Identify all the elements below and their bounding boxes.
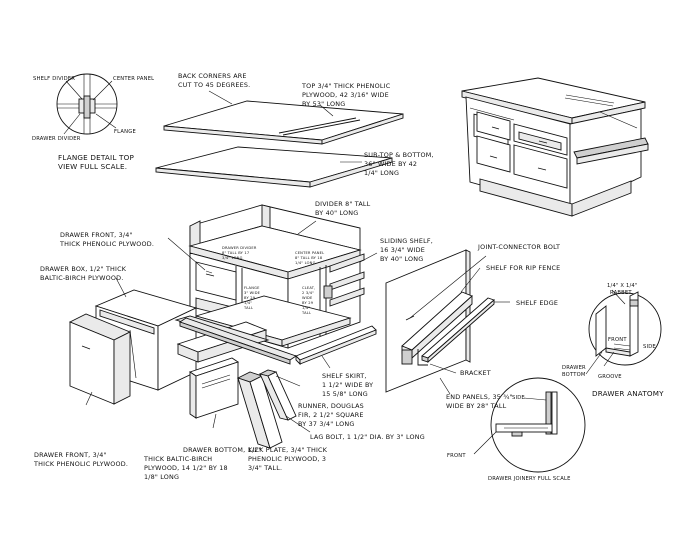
label-drawer-front-bottom-1: DRAWER FRONT, 3/4": [34, 451, 107, 459]
label-runner-2: FIR, 2 1/2" SQUARE: [298, 411, 364, 419]
label-lag-bolt: LAG BOLT, 1 1/2" DIA. BY 3" LONG: [310, 433, 425, 441]
label-shelf-edge: SHELF EDGE: [516, 299, 558, 307]
label-flange-flange: FLANGE: [114, 129, 136, 135]
assembled-cabinet: [461, 77, 649, 217]
label-top-1: TOP 3/4" THICK PHENOLIC: [301, 82, 391, 90]
label-drawer-front-top-1: DRAWER FRONT, 3/4": [60, 231, 133, 239]
label-drawer-box-1: DRAWER BOX, 1/2" THICK: [40, 265, 127, 273]
label-subtop-3: 1/4" LONG: [364, 169, 399, 177]
label-inner-cleat-2: 2 3/4": [302, 291, 314, 295]
label-joint-connector: JOINT-CONNECTOR BOLT: [477, 243, 560, 251]
label-flange-drawer-divider: DRAWER DIVIDER: [32, 136, 81, 142]
label-inner-center-panel-2: 8" TALL BY 18: [295, 256, 323, 260]
label-shelf-rip-fence: SHELF FOR RIP FENCE: [486, 264, 560, 272]
label-divider-1: DIVIDER 8" TALL: [315, 200, 371, 208]
label-runner-1: RUNNER, DOUGLAS: [298, 402, 364, 410]
label-drawer-bottom-2: THICK BALTIC-BIRCH: [143, 455, 212, 463]
runner-kickplate: RUNNER, DOUGLAS FIR, 2 1/2" SQUARE BY 37…: [33, 317, 425, 481]
label-inner-flange-4: 1/4": [244, 301, 252, 305]
label-drawer-bottom-1: DRAWER BOTTOM, 1/2": [183, 446, 262, 454]
label-bracket: BRACKET: [460, 369, 491, 377]
label-anatomy-drawer-bottom-2: BOTTOM: [562, 372, 586, 378]
label-inner-flange-3: BY 29: [244, 296, 256, 300]
label-inner-flange-1: FLANGE: [244, 286, 260, 290]
label-back-corners-1: BACK CORNERS ARE: [178, 72, 247, 80]
label-sliding-shelf-2: 16 3/4" WIDE: [380, 246, 425, 254]
label-flange-center-panel: CENTER PANEL: [113, 76, 154, 82]
label-anatomy-front: FRONT: [608, 337, 627, 343]
label-divider-2: BY 40" LONG: [315, 209, 358, 217]
drawer-front-panel: [68, 313, 132, 406]
label-rabbet-2: RABBET: [610, 290, 632, 296]
flange-title-line2: VIEW FULL SCALE.: [58, 162, 127, 171]
label-inner-cleat-4: BY 29: [302, 301, 314, 305]
label-inner-center-panel-1: CENTER PANEL: [295, 251, 324, 255]
flange-detail: SHELF DIVIDER CENTER PANEL FLANGE DRAWER…: [32, 73, 154, 171]
flange-title-line1: FLANGE DETAIL TOP: [58, 153, 134, 162]
anatomy-title: DRAWER ANATOMY: [592, 389, 664, 398]
label-shelf-skirt-1: SHELF SKIRT,: [322, 372, 367, 380]
label-inner-drawer-divider-3: 3/4" LONG: [222, 256, 243, 260]
label-rabbet-1: 1/4" X 1/4": [607, 283, 638, 289]
label-drawer-box-2: BALTIC-BIRCH PLYWOOD.: [40, 274, 123, 282]
label-anatomy-drawer-bottom-1: DRAWER: [562, 365, 586, 371]
label-inner-flange-2: 3" WIDE: [244, 291, 261, 295]
label-sliding-shelf-1: SLIDING SHELF,: [380, 237, 433, 245]
label-shelf-skirt-3: 15 5/8" LONG: [322, 390, 368, 398]
label-sliding-shelf-3: BY 40" LONG: [380, 255, 423, 263]
label-flange-shelf-divider: SHELF DIVIDER: [33, 76, 75, 82]
label-drawer-bottom-4: 1/8" LONG: [144, 473, 179, 481]
label-inner-cleat-1: CLEAT,: [302, 286, 316, 290]
label-back-corners-2: CUT TO 45 DEGREES.: [178, 81, 250, 89]
label-subtop-1: SUB-TOP & BOTTOM,: [364, 151, 434, 159]
label-inner-center-panel-3: 1/4" LONG: [295, 261, 316, 265]
label-runner-3: BY 37 3/4" LONG: [298, 420, 354, 428]
label-inner-drawer-divider-2: 8" TALL BY 17: [222, 251, 249, 255]
joinery-title: DRAWER JOINERY FULL SCALE: [488, 476, 571, 482]
end-panel-assembly: JOINT-CONNECTOR BOLT SHELF FOR RIP FENCE…: [385, 243, 560, 410]
label-drawer-front-top-2: THICK PHENOLIC PLYWOOD.: [59, 240, 154, 248]
label-shelf-skirt-2: 1 1/2" WIDE BY: [322, 381, 373, 389]
label-drawer-front-bottom-2: THICK PHENOLIC PLYWOOD.: [33, 460, 128, 468]
label-end-panels-2: WIDE BY 28" TALL: [446, 402, 507, 410]
label-drawer-bottom-3: PLYWOOD, 14 1/2" BY 18: [144, 464, 228, 472]
shelf-skirt: SHELF SKIRT, 1 1/2" WIDE BY 15 5/8" LONG: [295, 325, 377, 398]
drawer-joinery: SIDE FRONT DRAWER JOINERY FULL SCALE: [447, 377, 586, 482]
label-joinery-side: SIDE: [512, 395, 525, 401]
top-panel: BACK CORNERS ARE CUT TO 45 DEGREES. TOP …: [163, 72, 404, 145]
label-inner-drawer-divider-1: DRAWER DIVIDER: [222, 246, 257, 250]
label-inner-cleat-5: 1/4": [302, 306, 310, 310]
label-kick-plate-2: PHENOLIC PLYWOOD, 3: [248, 455, 326, 463]
label-inner-cleat-3: WIDE: [302, 296, 313, 300]
label-kick-plate-1: KICK PLATE, 3/4" THICK: [248, 446, 328, 454]
drawer-bottom-runner: [174, 315, 270, 429]
label-joinery-front: FRONT: [447, 453, 466, 459]
label-kick-plate-3: 3/4" TALL.: [248, 464, 282, 472]
label-inner-flange-5: TALL: [243, 306, 253, 310]
subtop-panel: SUB-TOP & BOTTOM, 36" WIDE BY 42 1/4" LO…: [155, 146, 434, 188]
label-subtop-2: 36" WIDE BY 42: [364, 160, 417, 168]
label-anatomy-groove: GROOVE: [598, 374, 622, 380]
label-end-panels-1: END PANELS, 35 ¾": [446, 393, 513, 401]
label-inner-cleat-6: TALL: [301, 311, 311, 315]
label-anatomy-side: SIDE: [643, 344, 656, 350]
label-top-3: BY 53" LONG: [302, 100, 345, 108]
drawer-anatomy: 1/4" X 1/4" RABBET FRONT SIDE GROOVE DRA…: [562, 283, 664, 398]
label-top-2: PLYWOOD, 42 3/16" WIDE: [302, 91, 389, 99]
